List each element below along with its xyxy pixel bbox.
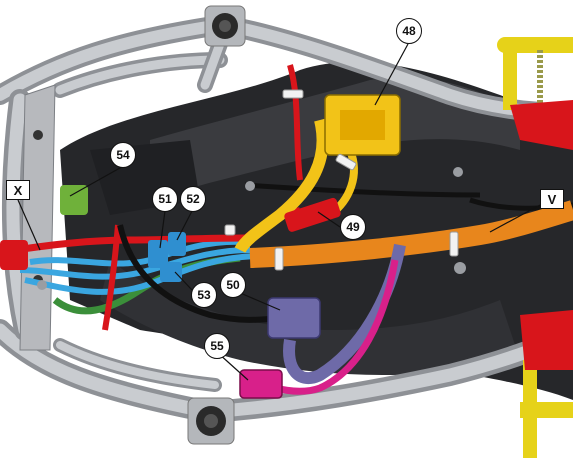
yellow-harness (234, 118, 329, 254)
bottom-grommet (187, 397, 235, 445)
black-cable (117, 224, 281, 323)
cable-clips (224, 89, 459, 271)
callout-52: 52 (180, 186, 206, 212)
callout-51: 51 (152, 186, 178, 212)
red-wire-upper (287, 64, 303, 181)
blue-connector-52 (168, 232, 186, 256)
callout-53: 53 (191, 282, 217, 308)
blue-connector-53 (160, 262, 182, 282)
callout-55: 55 (204, 333, 230, 359)
callout-50: 50 (220, 272, 246, 298)
purple-connector-50 (267, 297, 321, 339)
red-wire-battery (102, 224, 121, 331)
frame-tubes (0, 15, 556, 423)
callout-49: 49 (340, 214, 366, 240)
callout-54: 54 (110, 142, 136, 168)
red-connector-x (0, 240, 28, 270)
label-x: X (6, 180, 30, 200)
callout-48: 48 (396, 18, 422, 44)
blue-connector-51 (148, 240, 168, 268)
red-wire-main (14, 234, 246, 254)
bolts (37, 167, 466, 290)
green-connector-54 (60, 185, 88, 215)
top-grommet (204, 5, 246, 47)
label-v: V (540, 189, 564, 209)
rear-subframe (497, 37, 573, 458)
magenta-connector-55 (239, 369, 283, 399)
red-connector-49 (284, 197, 341, 232)
